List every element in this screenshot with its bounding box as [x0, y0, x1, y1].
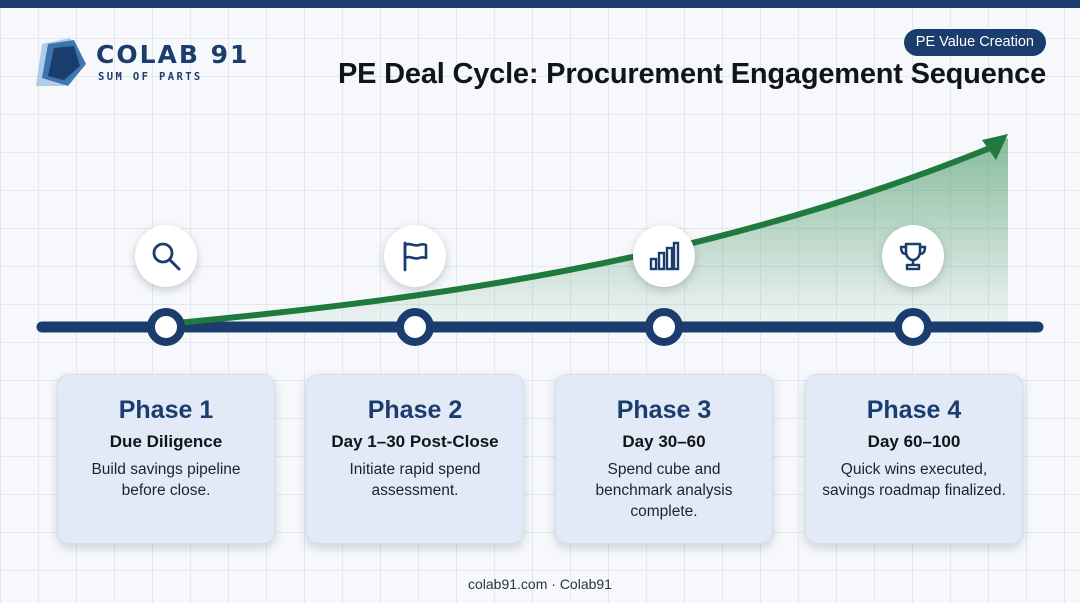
growth-arrow-head	[982, 134, 1008, 160]
magnifier-icon	[152, 242, 181, 271]
phase-description: Spend cube and benchmark analysis comple…	[595, 461, 733, 520]
page-title: PE Deal Cycle: Procurement Engagement Se…	[338, 58, 1046, 90]
phase-subtitle: Day 1–30 Post-Close	[331, 432, 499, 451]
phase-3-icon-badge	[633, 225, 695, 287]
phase-3-node	[645, 308, 683, 346]
trophy-icon	[899, 242, 927, 271]
bar-chart-icon	[649, 241, 680, 271]
category-badge: PE Value Creation	[903, 29, 1046, 56]
phase-title: Phase 2	[367, 396, 463, 424]
phase-card-1: Phase 1 Due Diligence Build savings pipe…	[57, 374, 275, 544]
phase-1-icon-badge	[135, 225, 197, 287]
phase-4-node	[894, 308, 932, 346]
phase-4-icon-badge	[882, 225, 944, 287]
phase-subtitle: Day 60–100	[867, 432, 961, 451]
growth-arrow-line	[163, 145, 993, 327]
phase-1-node	[147, 308, 185, 346]
phase-title: Phase 3	[616, 396, 712, 424]
flag-icon	[403, 241, 428, 272]
phase-title: Phase 4	[866, 396, 962, 424]
phase-card-4: Phase 4 Day 60–100 Quick wins executed, …	[805, 374, 1023, 544]
phase-card-2: Phase 2 Day 1–30 Post-Close Initiate rap…	[306, 374, 524, 544]
phase-description: Initiate rapid spend assessment.	[349, 461, 481, 499]
phase-card-3: Phase 3 Day 30–60 Spend cube and benchma…	[555, 374, 773, 544]
phase-subtitle: Due Diligence	[109, 432, 223, 451]
phase-subtitle: Day 30–60	[622, 432, 706, 451]
logo-mark-icon	[36, 38, 86, 86]
top-accent-bar	[0, 0, 1080, 8]
phase-2-node	[396, 308, 434, 346]
brand-logo: COLAB 91 SUM OF PARTS	[30, 34, 250, 94]
brand-tagline: SUM OF PARTS	[98, 71, 203, 83]
phase-description: Build savings pipeline before close.	[91, 461, 241, 499]
footer-credit: colab91.com · Colab91	[468, 576, 612, 592]
brand-name: COLAB 91	[96, 40, 250, 69]
phase-title: Phase 1	[118, 396, 214, 424]
growth-area	[166, 138, 1008, 326]
phase-2-icon-badge	[384, 225, 446, 287]
phase-description: Quick wins executed, savings roadmap fin…	[822, 461, 1006, 499]
